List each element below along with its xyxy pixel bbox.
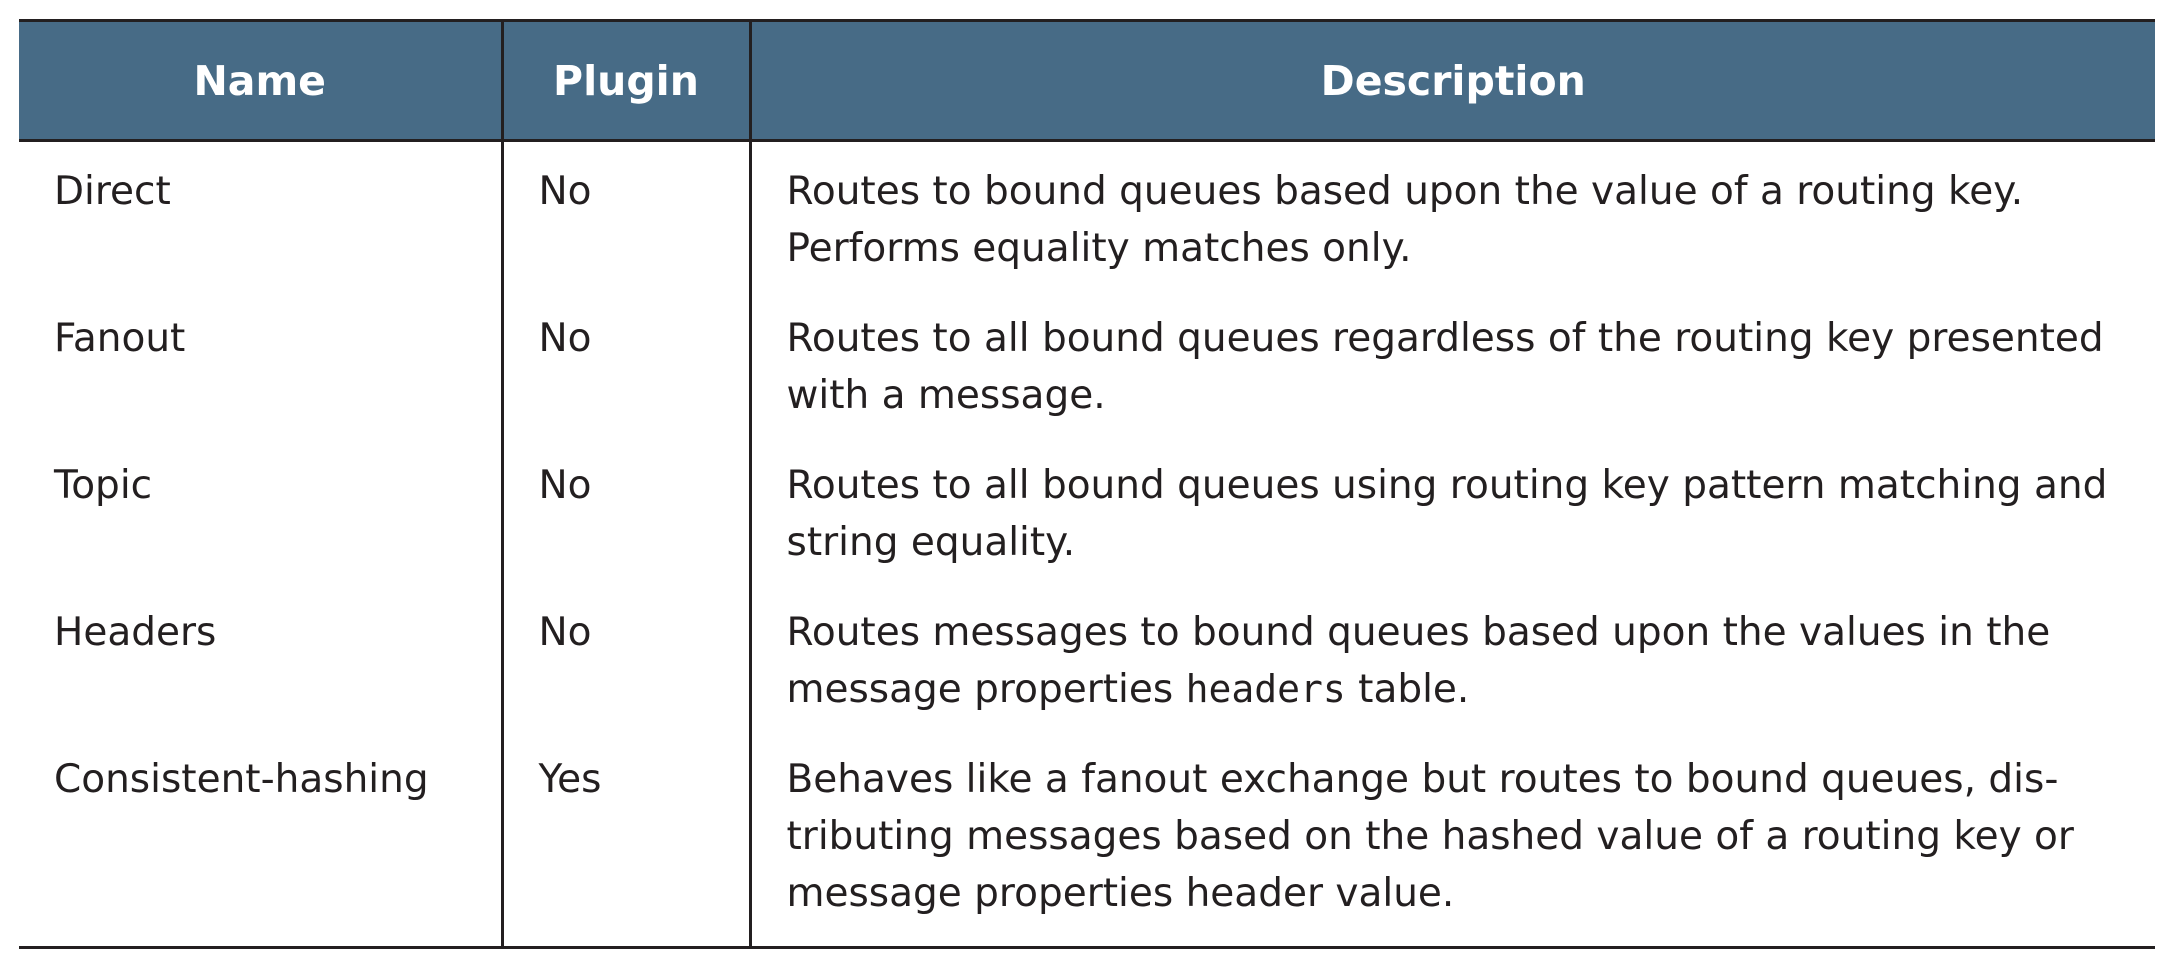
table-row: Headers No Routes messages to bound queu… <box>19 592 2155 739</box>
cell-description: Routes to all bound queues regardless of… <box>750 298 2155 445</box>
description-text: message properties <box>786 667 1186 712</box>
code-term: headers <box>1185 667 1346 711</box>
description-line: tributing messages based on the hashed v… <box>786 814 2074 859</box>
description-line: Routes to all bound queues regardless of… <box>786 316 2104 361</box>
header-row: Name Plugin Description <box>19 19 2155 142</box>
cell-plugin: No <box>502 140 752 298</box>
table-row: Fanout No Routes to all bound queues reg… <box>19 298 2155 445</box>
column-header-name: Name <box>19 19 504 142</box>
description-line: Routes to bound queues based upon the va… <box>786 169 2024 214</box>
table-row: Topic No Routes to all bound queues usin… <box>19 445 2155 592</box>
description-line: string equality. <box>786 520 1076 565</box>
exchange-types-table: Name Plugin Description Direct No Routes… <box>19 19 2155 949</box>
cell-description: Behaves like a fanout exchange but route… <box>750 739 2155 949</box>
cell-description: Routes to bound queues based upon the va… <box>750 141 2155 299</box>
exchange-types-table-container: Name Plugin Description Direct No Routes… <box>19 19 2155 949</box>
cell-plugin: No <box>502 592 752 739</box>
column-header-description: Description <box>750 19 2155 142</box>
description-line: message properties headers table. <box>787 661 2136 718</box>
table-row: Direct No Routes to bound queues based u… <box>19 140 2155 299</box>
cell-description: Routes to all bound queues using routing… <box>750 445 2155 592</box>
cell-plugin: No <box>502 298 752 445</box>
description-line: with a message. <box>786 373 1106 418</box>
cell-name: Headers <box>19 592 504 739</box>
description-line: Routes to all bound queues using routing… <box>786 463 2108 508</box>
cell-description: Routes messages to bound queues based up… <box>750 592 2155 739</box>
description-line: Routes messages to bound queues based up… <box>786 610 2051 655</box>
cell-name: Direct <box>19 140 504 298</box>
description-line: Performs equality matches only. <box>786 226 1412 271</box>
table-row: Consistent-hashing Yes Behaves like a fa… <box>19 739 2155 949</box>
table-header: Name Plugin Description <box>19 19 2155 142</box>
cell-name: Fanout <box>19 298 504 445</box>
cell-plugin: Yes <box>502 739 752 949</box>
table-body: Direct No Routes to bound queues based u… <box>19 140 2155 949</box>
column-header-plugin: Plugin <box>502 19 752 142</box>
cell-name: Consistent-hashing <box>19 739 504 949</box>
cell-name: Topic <box>19 445 504 592</box>
description-line: Behaves like a fanout exchange but route… <box>786 757 2059 802</box>
description-text: table. <box>1345 667 1470 712</box>
description-line: message properties header value. <box>786 871 1455 916</box>
cell-plugin: No <box>502 445 752 592</box>
